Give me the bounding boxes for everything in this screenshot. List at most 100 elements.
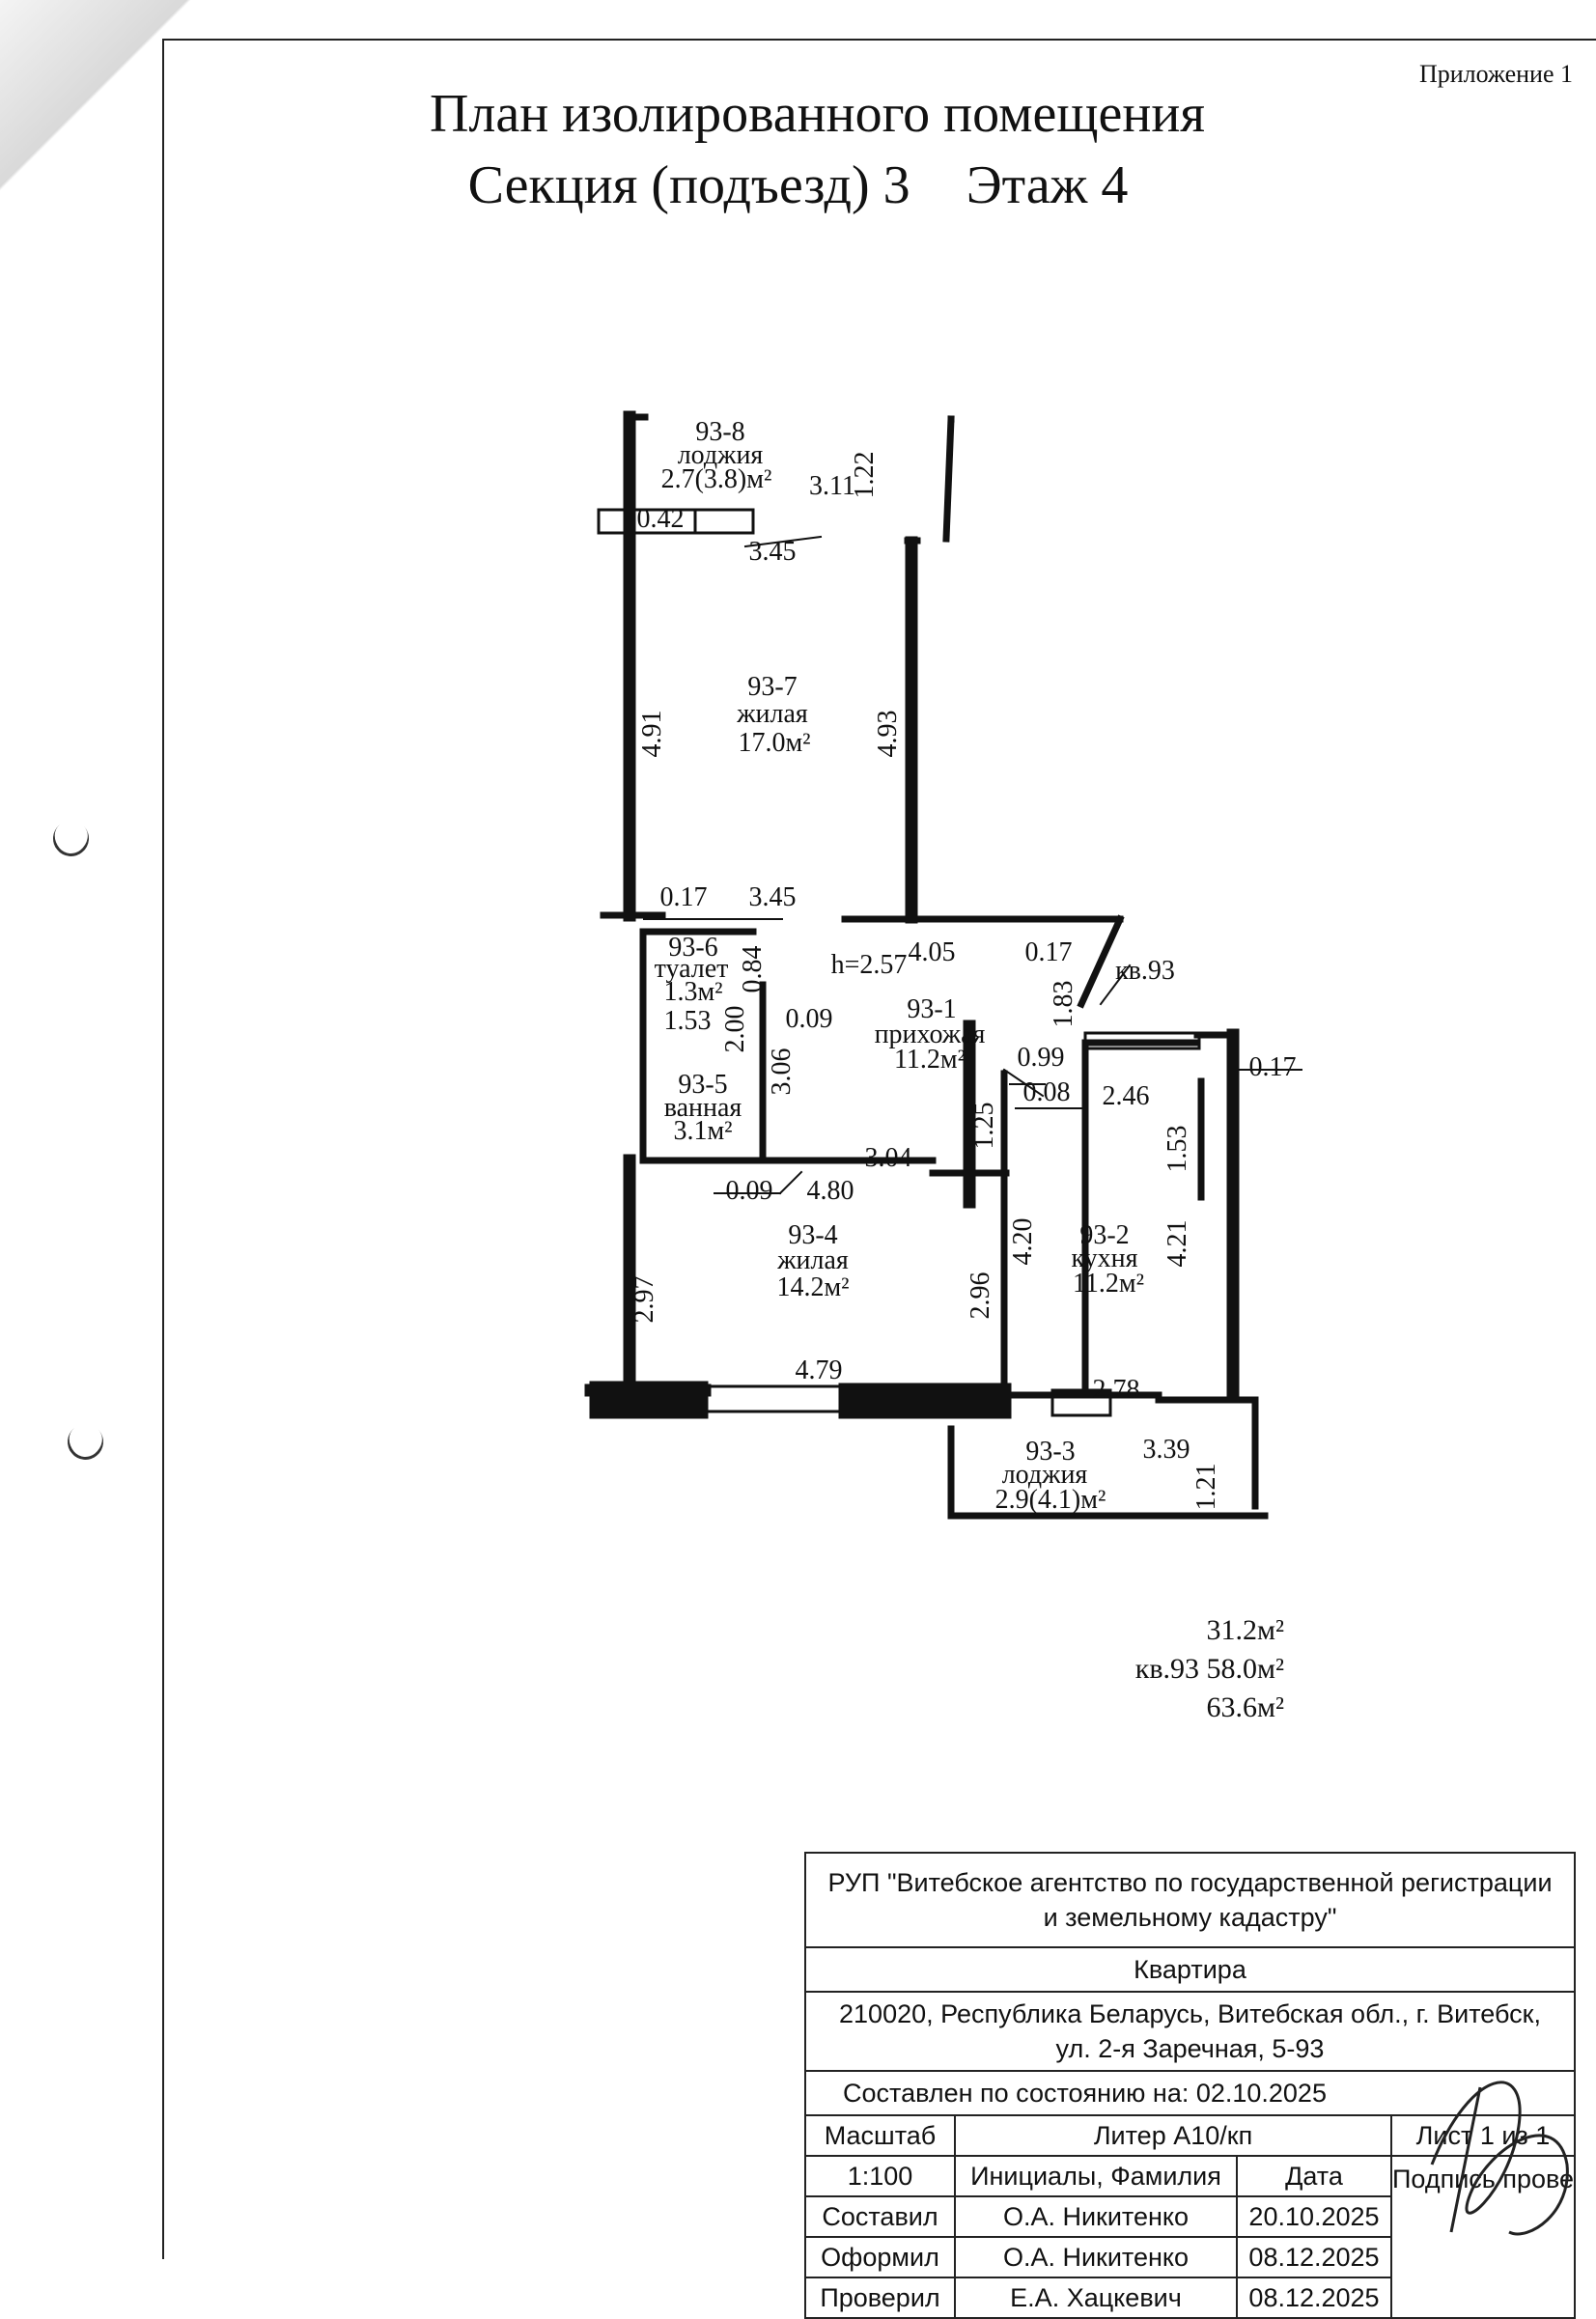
dimension-label: 0.08 (1023, 1077, 1071, 1107)
dimension-label: 4.91 (637, 711, 667, 758)
dimension-label: 4.79 (796, 1355, 843, 1385)
dimension-label: 2.97 (630, 1276, 659, 1324)
dimension-label: 2.96 (966, 1272, 995, 1320)
dimension-label: 3.45 (749, 882, 797, 912)
paper-sheet (162, 39, 1596, 2259)
stamp-person: Е.А. Хацкевич (956, 2278, 1238, 2319)
svg-text:3.1м²: 3.1м² (673, 1116, 732, 1146)
room-93-3: 93-3 лоджия 2.9(4.1)м² (995, 1437, 1106, 1515)
floor-label: Этаж 4 (966, 155, 1129, 215)
svg-text:кухня: кухня (1071, 1243, 1137, 1273)
handwritten-signature (1430, 2081, 1569, 2236)
floor-plan: 93-8 лоджия 2.7(3.8)м² 93-7 жилая 17.0м²… (584, 410, 1302, 1520)
dimension-label: 3.06 (767, 1048, 797, 1096)
room-93-5: 93-5 ванная 3.1м² (664, 1070, 742, 1146)
svg-text:лоджия: лоджия (678, 440, 764, 470)
dimension-label: 0.09 (726, 1176, 773, 1206)
room-labels: 93-8 лоджия 2.7(3.8)м² 93-7 жилая 17.0м²… (655, 417, 1175, 1515)
room-93-1: 93-1 прихожая 11.2м² (875, 994, 986, 1075)
svg-text:2.9(4.1)м²: 2.9(4.1)м² (995, 1485, 1106, 1515)
total-area-3: 63.6м² (1206, 1691, 1284, 1723)
dimension-label: 4.05 (909, 937, 956, 967)
dimension-label: 0.17 (1025, 937, 1073, 967)
svg-text:93-5: 93-5 (678, 1070, 727, 1100)
section-label: Секция (подъезд) 3 (467, 155, 910, 215)
svg-text:93-8: 93-8 (695, 417, 744, 447)
dimension-label: 1.53 (664, 1006, 712, 1036)
room-93-8: 93-8 лоджия 2.7(3.8)м² (661, 417, 772, 494)
svg-text:2.7(3.8)м²: 2.7(3.8)м² (661, 464, 772, 494)
stamp-liter: Литер А10/кп (956, 2116, 1392, 2157)
svg-text:жилая: жилая (736, 699, 808, 729)
stamp-address: 210020, Республика Беларусь, Витебская о… (806, 1993, 1574, 2072)
dimension-label: 4.93 (873, 711, 903, 758)
stamp-person: О.А. Никитенко (956, 2238, 1238, 2278)
total-apartment-value: 58.0м² (1206, 1653, 1284, 1685)
total-area-1: 31.2м² (1206, 1614, 1284, 1646)
dimension-label: 0.17 (1249, 1052, 1297, 1082)
room-93-4: 93-4 жилая 14.2м² (776, 1220, 849, 1302)
plan-partitions (600, 413, 1269, 1520)
plan-windows (589, 508, 1201, 1419)
stamp-role: Проверил (806, 2278, 956, 2319)
stamp-date: 08.12.2025 (1238, 2278, 1392, 2319)
svg-text:93-4: 93-4 (788, 1220, 837, 1250)
dimension-label: 1.25 (969, 1103, 999, 1150)
dimension-label: 2.00 (720, 1006, 750, 1053)
dimension-label: 1.53 (1162, 1126, 1192, 1173)
svg-text:1.3м²: 1.3м² (663, 977, 722, 1007)
dimension-label: 2.78 (1093, 1375, 1140, 1405)
room-93-7: 93-7 жилая 17.0м² (736, 672, 810, 758)
dimension-label: 0.42 (637, 504, 685, 534)
ceiling-height: h=2.57 (831, 950, 908, 980)
page-title: План изолированного помещения (429, 84, 1206, 144)
dimension-label: 3.39 (1143, 1435, 1190, 1465)
stamp-col-name: Инициалы, Фамилия (956, 2157, 1238, 2197)
stamp-state-date: Составлен по состоянию на: 02.10.2025 (806, 2072, 1574, 2116)
svg-text:93-1: 93-1 (907, 994, 956, 1024)
total-apartment-label: кв.93 (1134, 1653, 1200, 1685)
dimension-label: 0.99 (1018, 1043, 1065, 1073)
dimension-label: 0.17 (660, 882, 708, 912)
stamp-date: 20.10.2025 (1238, 2197, 1392, 2238)
svg-text:11.2м²: 11.2м² (894, 1045, 966, 1075)
stamp-organization: РУП "Витебское агентство по государствен… (806, 1854, 1574, 1948)
svg-text:прихожая: прихожая (875, 1020, 986, 1049)
stamp-address-line1: 210020, Республика Беларусь, Витебская о… (839, 1999, 1541, 2028)
stamp-role: Составил (806, 2197, 956, 2238)
dimension-label: 3.04 (865, 1143, 912, 1173)
stamp-scale-label: Масштаб (806, 2116, 956, 2157)
svg-text:93-3: 93-3 (1025, 1437, 1075, 1467)
dimension-label: 0.09 (786, 1004, 833, 1034)
dimension-label: 1.83 (1049, 981, 1078, 1028)
svg-text:11.2м²: 11.2м² (1073, 1269, 1144, 1299)
stamp-object: Квартира (806, 1948, 1574, 1993)
room-93-6: 93-6 туалет 1.3м² (655, 933, 729, 1007)
svg-text:17.0м²: 17.0м² (738, 728, 810, 758)
svg-text:жилая: жилая (776, 1245, 849, 1275)
dimension-label: 1.22 (850, 452, 880, 499)
dimension-label: 2.46 (1103, 1081, 1150, 1111)
dimension-label: 1.21 (1191, 1464, 1221, 1511)
dimension-label: 3.45 (749, 537, 797, 567)
stamp-sheet: Лист 1 из 1 (1392, 2116, 1574, 2157)
svg-text:лоджия: лоджия (1002, 1460, 1088, 1490)
total-area-2: кв.93 58.0м² (1062, 1653, 1284, 1686)
svg-text:ванная: ванная (664, 1093, 742, 1123)
apartment-label: кв.93 (1115, 956, 1175, 986)
svg-text:93-6: 93-6 (668, 933, 717, 963)
dimension-label: 0.84 (738, 946, 768, 993)
svg-text:93-2: 93-2 (1079, 1220, 1129, 1250)
svg-text:14.2м²: 14.2м² (776, 1272, 849, 1302)
stamp-address-line2: ул. 2-я Заречная, 5-93 (1055, 2034, 1325, 2063)
svg-text:туалет: туалет (655, 954, 729, 984)
stamp-date: 08.12.2025 (1238, 2238, 1392, 2278)
room-93-2: 93-2 кухня 11.2м² (1071, 1220, 1144, 1299)
appendix-label: Приложение 1 (1418, 60, 1573, 88)
section-floor-line: Секция (подъезд) 3 Этаж 4 (0, 154, 1596, 216)
dimension-label: 3.11 (809, 471, 855, 501)
plan-leaders (643, 535, 1302, 1195)
stamp-person: О.А. Никитенко (956, 2197, 1238, 2238)
stamp-col-date: Дата (1238, 2157, 1392, 2197)
dimension-labels: 1.223.11 0.42 3.45 4.91 4.93 0.17 3.45 4.05 0.17… (630, 452, 1297, 1511)
